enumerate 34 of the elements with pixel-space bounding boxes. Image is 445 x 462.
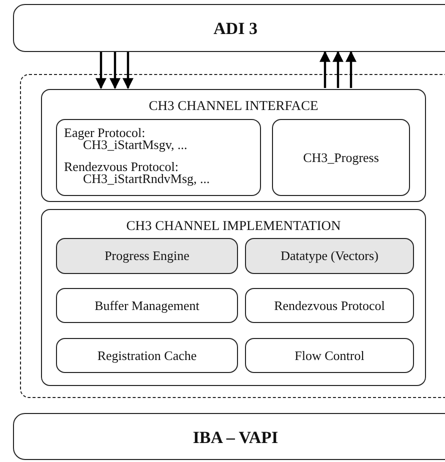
group-title: CH3 CHANNEL INTERFACE [148, 98, 320, 114]
boundary-box [20, 74, 445, 398]
component-label: Progress Engine [104, 248, 190, 263]
component-label: Rendezvous Protocol [273, 298, 386, 312]
arrow [320, 50, 330, 88]
protocol-label: Rendezvous Protocol: [64, 160, 178, 173]
component-box [245, 338, 414, 373]
arrow [332, 50, 344, 88]
component-box [272, 119, 410, 196]
function-name: CH3_iStartMsgv, ... [83, 138, 188, 151]
layer-box [13, 413, 445, 460]
group-box [41, 209, 426, 386]
component-box [56, 338, 238, 373]
group-box [41, 89, 426, 202]
layer-title: IBA – VAPI [192, 428, 280, 446]
group-title: CH3 CHANNEL IMPLEMENTATION [125, 218, 342, 234]
component-box [245, 238, 414, 274]
layer-box [13, 4, 445, 52]
component-label: Buffer Management [94, 298, 200, 312]
component-label: Flow Control [294, 348, 366, 362]
arrow [122, 52, 134, 90]
component-box [56, 288, 238, 323]
function-name: CH3_iStartRndvMsg, ... [83, 172, 210, 185]
component-box [56, 238, 238, 274]
layer-title: ADI 3 [212, 19, 258, 38]
arrow [110, 52, 120, 90]
component-label: CH3_Progress [302, 150, 380, 164]
arrow [346, 50, 356, 88]
component-label: Registration Cache [96, 348, 198, 362]
protocol-label: Eager Protocol: [64, 126, 146, 139]
component-label: Datatype (Vectors) [280, 248, 380, 263]
component-box [245, 288, 414, 323]
component-box [56, 119, 261, 196]
arrow [96, 52, 106, 90]
